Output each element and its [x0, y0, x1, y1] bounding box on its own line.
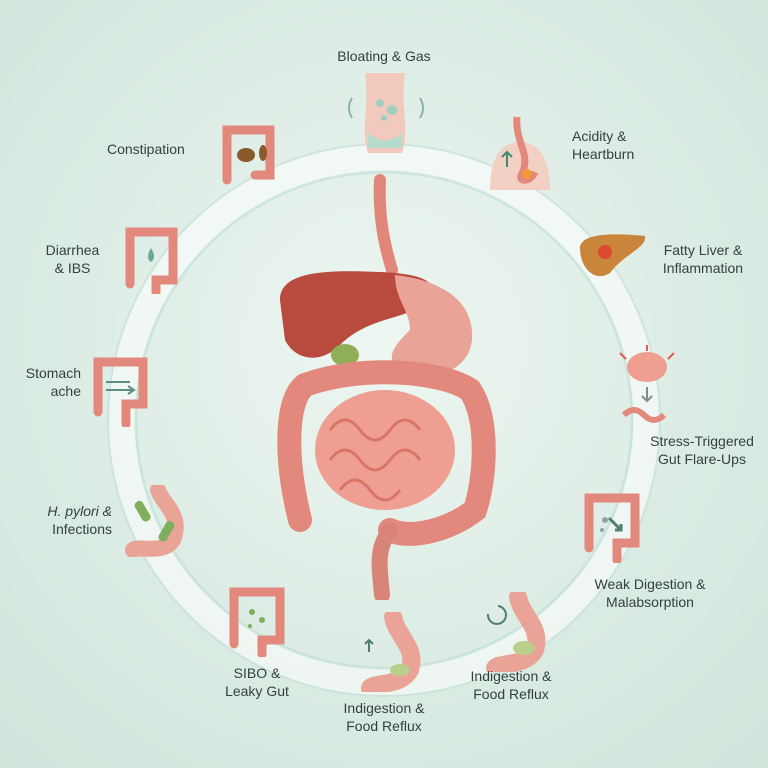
- label-line: H. pylori &: [47, 503, 112, 519]
- stress-brain-icon: [619, 345, 675, 423]
- digestive-system-illustration: [277, 174, 496, 600]
- label-indigestion-bottom: Indigestion & Food Reflux: [325, 699, 443, 735]
- label-line: Gut Flare-Ups: [658, 451, 746, 467]
- label-line: Stress-Triggered: [650, 433, 754, 449]
- hpylori-icon: [125, 485, 184, 557]
- label-line: Leaky Gut: [225, 683, 289, 699]
- label-bloating-gas: Bloating & Gas: [314, 47, 454, 65]
- label-line: Bloating & Gas: [337, 48, 431, 64]
- label-diarrhea-ibs: Diarrhea & IBS: [35, 241, 110, 277]
- bloating-icon: [348, 73, 424, 153]
- label-line: Constipation: [107, 141, 185, 157]
- label-line: Diarrhea: [45, 242, 100, 258]
- label-line: Food Reflux: [473, 686, 549, 702]
- label-line: Indigestion &: [470, 668, 552, 684]
- label-stress-triggered: Stress-Triggered Gut Flare-Ups: [638, 432, 766, 468]
- label-weak-digestion: Weak Digestion & Malabsorption: [580, 575, 720, 611]
- liver: [280, 271, 433, 358]
- large-intestine: [277, 360, 496, 546]
- esophagus: [373, 174, 398, 276]
- label-indigestion-right: Indigestion & Food Reflux: [455, 667, 567, 703]
- sibo-icon: [229, 587, 285, 657]
- constipation-icon: [222, 125, 275, 185]
- label-line: ache: [50, 383, 81, 399]
- label-line: Food Reflux: [346, 718, 422, 734]
- label-line: Malabsorption: [606, 594, 694, 610]
- small-intestine: [315, 390, 455, 510]
- label-line: & IBS: [54, 260, 91, 276]
- diarrhea-icon: [125, 227, 178, 294]
- label-fatty-liver: Fatty Liver & Inflammation: [648, 241, 758, 277]
- label-acidity-heartburn: Acidity & Heartburn: [572, 127, 634, 163]
- label-line: Stomach: [25, 365, 81, 381]
- label-line: SIBO &: [233, 665, 281, 681]
- stomach-ache-icon: [93, 357, 148, 427]
- indigestion-bottom-icon: [361, 612, 421, 692]
- indigestion-right-icon: [486, 592, 546, 672]
- rectum: [371, 522, 398, 600]
- label-h-pylori: H. pylori & Infections: [20, 502, 112, 538]
- label-constipation: Constipation: [107, 140, 185, 158]
- label-line: Inflammation: [662, 260, 744, 276]
- stomach: [391, 275, 473, 376]
- label-line: Infections: [52, 521, 112, 537]
- label-line: Fatty Liver &: [663, 242, 743, 258]
- label-sibo-leaky-gut: SIBO & Leaky Gut: [215, 664, 299, 700]
- label-line: Weak Digestion &: [594, 576, 706, 592]
- fatty-liver-icon: [580, 234, 646, 277]
- gallbladder: [331, 344, 359, 366]
- label-line: Acidity &: [572, 128, 627, 144]
- weak-digestion-icon: [584, 493, 640, 563]
- label-stomach-ache: Stomach ache: [5, 364, 81, 400]
- label-line: Indigestion &: [343, 700, 425, 716]
- acidity-icon: [490, 116, 550, 190]
- label-line: Heartburn: [572, 146, 635, 162]
